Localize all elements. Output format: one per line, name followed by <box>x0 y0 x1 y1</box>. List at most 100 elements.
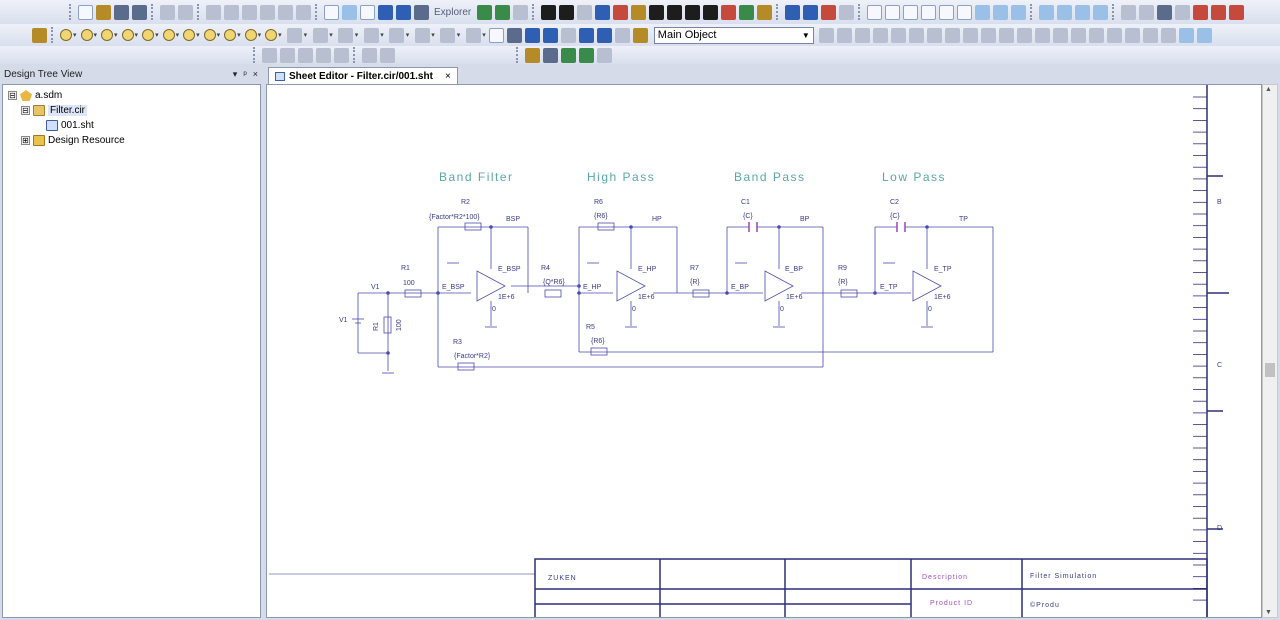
bom-icon[interactable] <box>820 4 836 20</box>
expand-icon[interactable]: ⊞ <box>21 136 30 145</box>
attribute-icon[interactable] <box>542 47 558 63</box>
report-icon[interactable] <box>756 4 772 20</box>
zoom-frame-icon[interactable] <box>866 4 882 20</box>
resistor-dropdown[interactable]: ▾ <box>286 27 307 43</box>
space-across-icon[interactable] <box>1017 27 1033 43</box>
text-tool-3-icon[interactable] <box>297 47 313 63</box>
toolbar-grip[interactable] <box>253 47 257 63</box>
find-replace-icon[interactable] <box>494 4 510 20</box>
arrange-icon[interactable] <box>1089 27 1105 43</box>
analysis-icon[interactable] <box>594 4 610 20</box>
scroll-thumb[interactable] <box>1265 363 1275 377</box>
same-height-icon[interactable] <box>981 27 997 43</box>
rotate-icon[interactable] <box>1138 4 1154 20</box>
pin-icon[interactable] <box>615 27 631 43</box>
arrow-left-icon[interactable] <box>1038 4 1054 20</box>
main-object-select[interactable]: Main Object ▼ <box>653 26 814 44</box>
text-tool-icon[interactable] <box>261 47 277 63</box>
align-middle-icon[interactable] <box>891 27 907 43</box>
align-top-icon[interactable] <box>873 27 889 43</box>
save-all-icon[interactable] <box>131 4 147 20</box>
move-icon[interactable] <box>1120 4 1136 20</box>
page-icon[interactable] <box>838 4 854 20</box>
collapse-icon[interactable]: ⊟ <box>21 106 30 115</box>
source-dropdown[interactable]: ▾ <box>388 27 409 43</box>
snap-grid-icon[interactable] <box>1179 27 1195 43</box>
tree-view-icon[interactable] <box>341 4 357 20</box>
text-tool-2-icon[interactable] <box>279 47 295 63</box>
symbol-dropdown-5[interactable]: ▾ <box>142 29 159 41</box>
scroll-up-icon[interactable]: ▲ <box>1265 86 1272 93</box>
search-icon[interactable] <box>476 4 492 20</box>
align-center-icon[interactable] <box>837 27 853 43</box>
ungroup-icon[interactable] <box>1143 27 1159 43</box>
properties-icon[interactable] <box>323 4 339 20</box>
tree-item-a-sdm[interactable]: ⊟ a.sdm <box>8 90 62 101</box>
ac-analysis-icon[interactable] <box>684 4 700 20</box>
distribute-vertical-icon[interactable] <box>945 27 961 43</box>
zoom-sheet-icon[interactable] <box>938 4 954 20</box>
close-window-icon[interactable] <box>1210 4 1226 20</box>
explorer-icon[interactable] <box>413 4 429 20</box>
delete-icon[interactable] <box>259 4 275 20</box>
align-left-icon[interactable] <box>819 27 835 43</box>
diode-dropdown[interactable]: ▾ <box>362 27 384 43</box>
capacitor-dropdown[interactable]: ▾ <box>311 27 333 43</box>
table-icon[interactable] <box>359 4 375 20</box>
align-bottom-icon[interactable] <box>909 27 925 43</box>
same-size-icon[interactable] <box>999 27 1015 43</box>
zoom-reset-icon[interactable] <box>1010 4 1026 20</box>
undo-icon[interactable] <box>277 4 293 20</box>
junction-icon[interactable] <box>543 27 559 43</box>
dc-analysis-icon[interactable] <box>702 4 718 20</box>
mirror-icon[interactable] <box>1156 4 1172 20</box>
symbol-dropdown-7[interactable]: ▾ <box>183 29 200 41</box>
same-width-icon[interactable] <box>963 27 979 43</box>
print-preview-icon[interactable] <box>177 4 193 20</box>
waveform-icon[interactable] <box>576 4 592 20</box>
probe-icon[interactable] <box>612 4 628 20</box>
paste-icon[interactable] <box>241 4 257 20</box>
link-icon[interactable] <box>361 47 377 63</box>
ground-dropdown[interactable]: ▾ <box>413 27 435 43</box>
new-document-icon[interactable] <box>77 4 93 20</box>
tree-item-filter-cir[interactable]: ⊟ Filter.cir <box>21 105 87 116</box>
back-annotate-icon[interactable] <box>596 47 612 63</box>
exit-icon[interactable] <box>1228 4 1244 20</box>
wire-tool-icon[interactable] <box>31 27 47 43</box>
vertical-scrollbar[interactable]: ▲ ▼ <box>1262 84 1278 618</box>
tab-sheet-editor[interactable]: Sheet Editor - Filter.cir/001.sht × <box>268 67 458 84</box>
text-tool-4-icon[interactable] <box>315 47 331 63</box>
symbol-dropdown-2[interactable]: ▾ <box>80 29 97 41</box>
run-icon[interactable] <box>648 4 664 20</box>
zoom-window-icon[interactable] <box>920 4 936 20</box>
port-dropdown[interactable]: ▾ <box>439 27 460 43</box>
netlist-icon[interactable] <box>558 4 574 20</box>
center-horizontal-icon[interactable] <box>1053 27 1069 43</box>
print-icon[interactable] <box>159 4 175 20</box>
align-right-icon[interactable] <box>855 27 871 43</box>
arrow-right-icon[interactable] <box>1056 4 1072 20</box>
simulation-icon[interactable] <box>540 4 556 20</box>
symbol-dropdown-9[interactable]: ▾ <box>224 29 241 41</box>
tree-item-001-sht[interactable]: 001.sht <box>46 120 94 131</box>
collapse-icon[interactable]: ⊟ <box>8 91 17 100</box>
stop-icon[interactable] <box>720 4 736 20</box>
copy-icon[interactable] <box>223 4 239 20</box>
center-vertical-icon[interactable] <box>1071 27 1087 43</box>
symbol-dropdown-11[interactable]: ▾ <box>265 29 282 41</box>
close-icon[interactable]: × <box>252 69 258 79</box>
explorer-button[interactable]: Explorer <box>434 6 472 18</box>
toolbar-grip[interactable] <box>69 4 73 20</box>
snap-object-icon[interactable] <box>1197 27 1213 43</box>
symbol-dropdown-10[interactable]: ▾ <box>244 29 261 41</box>
toolbar-grip[interactable] <box>51 27 55 43</box>
zoom-in-icon[interactable] <box>974 4 990 20</box>
connector-icon[interactable] <box>489 27 505 43</box>
text-icon[interactable] <box>579 27 595 43</box>
symbol-dropdown-4[interactable]: ▾ <box>121 29 138 41</box>
open-folder-icon[interactable] <box>95 4 111 20</box>
bus-icon[interactable] <box>507 27 523 43</box>
lock-icon[interactable] <box>1161 27 1177 43</box>
save-icon[interactable] <box>113 4 129 20</box>
